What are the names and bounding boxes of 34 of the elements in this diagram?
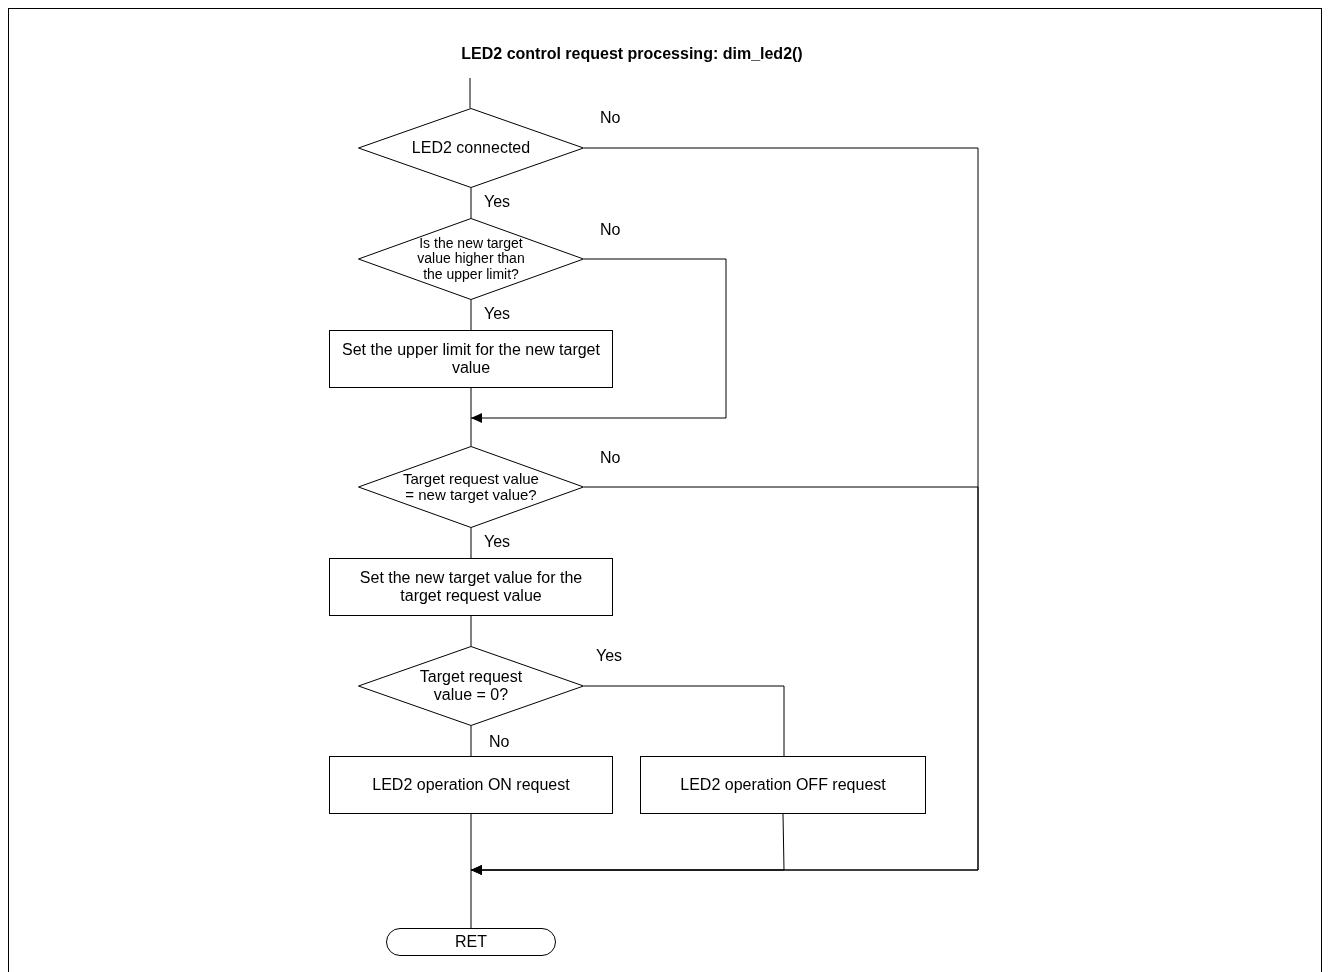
connector-line [470,615,472,647]
connector-line [470,813,472,929]
connector-line [470,527,472,559]
edge-label: Yes [596,648,623,664]
node-text: LED2 operation OFF request [680,776,886,794]
process-box [329,558,613,616]
node-text: LED2 operation ON request [372,776,570,794]
edge-label: Yes [484,194,511,210]
node-text: LED2 connected [411,139,531,157]
edge-label: No [600,450,621,466]
connector-line [470,387,472,447]
node-text: Target request value = new target value? [403,470,539,504]
connector-line [583,685,785,757]
arrow [470,813,785,875]
connector-line [470,725,472,757]
process-box [329,756,613,814]
arrow [470,258,727,423]
process-box [640,756,926,814]
edge-label: No [600,222,621,238]
process-box [329,330,613,388]
node-text: Set the upper limit for the new target value [341,341,601,377]
node-text: Target request value = 0? [418,668,524,704]
connector-line [470,187,472,219]
edge-label: No [489,734,510,750]
node-text: Is the new target value higher than the upper limit? [416,235,526,283]
connector-line [470,299,472,331]
diagram-title: LED2 control request processing: dim_led2() [460,44,804,64]
connector-line [469,77,471,109]
edge-label: Yes [484,534,511,550]
edge-label: No [600,110,621,126]
node-text: Set the new target value for the target request value [358,569,584,605]
terminal-box [386,928,556,956]
edge-label: Yes [484,306,511,322]
node-text: RET [455,933,487,951]
